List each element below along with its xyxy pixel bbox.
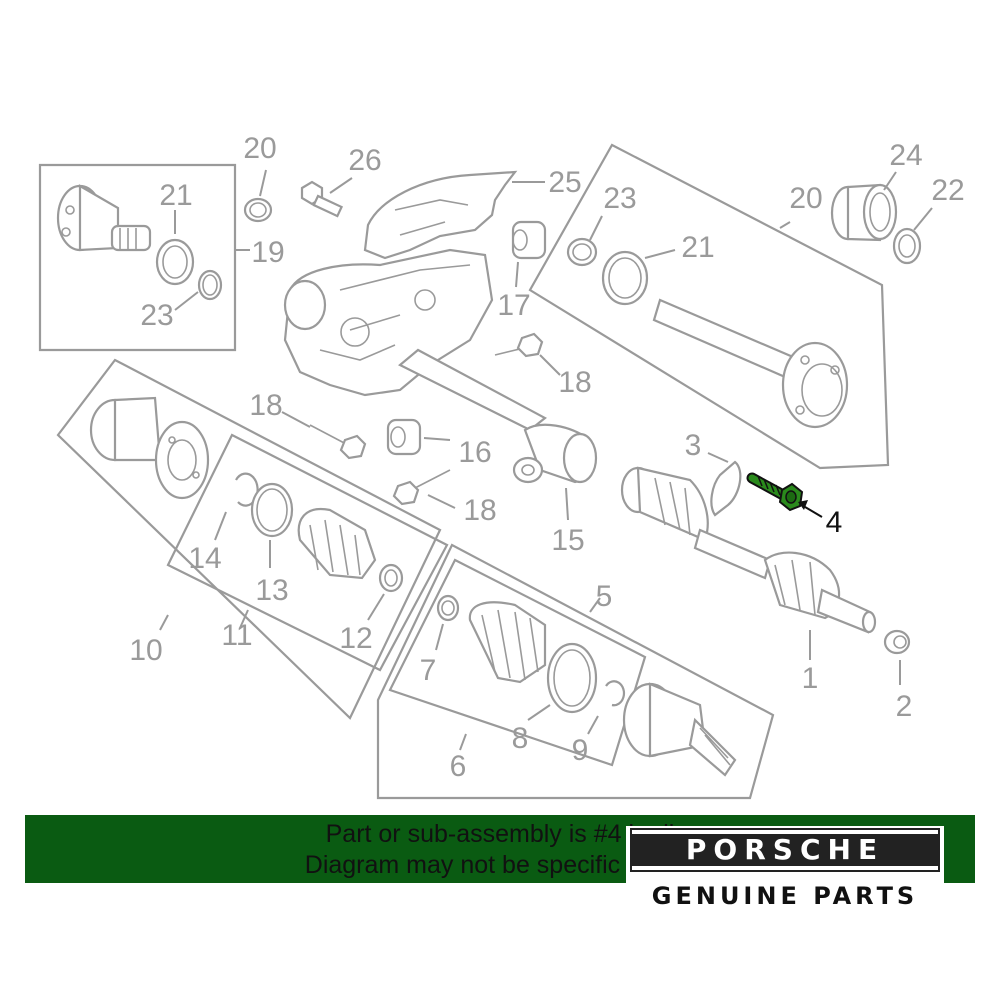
- mount-16: [386, 418, 422, 456]
- circlip-14: [235, 472, 259, 507]
- seal-21-left: [155, 238, 195, 286]
- callout-11: 11: [221, 619, 252, 652]
- clamp-12: [378, 563, 404, 593]
- bolt-18-lower: [392, 469, 451, 506]
- callout-25: 25: [548, 166, 581, 199]
- callout-18-upper: 18: [558, 366, 591, 399]
- mount-17: [511, 220, 547, 260]
- differential-housing: [283, 248, 494, 397]
- porsche-genuine-parts-logo: PORSCHE GENUINE PARTS: [626, 826, 944, 910]
- boot-6: [468, 601, 547, 684]
- group-box-11: [166, 433, 449, 672]
- group-box-20: [528, 143, 890, 470]
- callout-13: 13: [255, 574, 288, 607]
- callout-18-middle: 18: [249, 389, 282, 422]
- shaft-20: [652, 298, 849, 429]
- group-box-10: [56, 358, 442, 720]
- callout-23-right: 23: [603, 182, 636, 215]
- group-box-5: [376, 543, 775, 800]
- snap-ring-23-left: [197, 269, 223, 301]
- clamp-7: [436, 594, 460, 622]
- boot-11: [297, 507, 377, 580]
- genuine-parts-tagline: GENUINE PARTS: [651, 882, 919, 910]
- bearing-24: [830, 183, 898, 242]
- callout-18-lower: 18: [463, 494, 496, 527]
- group-box-19: [38, 163, 237, 352]
- callout-20: 20: [789, 182, 822, 215]
- bracket-25: [363, 170, 518, 260]
- callout-7: 7: [420, 654, 437, 687]
- callout-21-left: 21: [159, 179, 192, 212]
- cv-joint-5: [622, 682, 737, 777]
- callout-26: 26: [348, 144, 381, 177]
- seal-22-right: [892, 227, 922, 265]
- output-flange-part: [56, 184, 152, 252]
- callout-15: 15: [551, 524, 584, 557]
- bolt-26: [300, 180, 344, 218]
- bracket-3: [710, 460, 742, 517]
- intermediate-shaft: [398, 348, 598, 484]
- callout-5: 5: [596, 580, 613, 613]
- callout-4: 4: [826, 506, 843, 539]
- callout-9: 9: [572, 734, 589, 767]
- porsche-wordmark: PORSCHE: [632, 834, 938, 866]
- cv-joint-housing-10: [89, 396, 210, 500]
- group-box-6: [388, 558, 647, 767]
- callout-3: 3: [685, 429, 702, 462]
- callout-23-left: 23: [140, 299, 173, 332]
- callout-22-right: 22: [931, 174, 964, 207]
- callout-6: 6: [450, 750, 467, 783]
- notice-line-1: Part or sub-assembly is #4 in di: [325, 820, 675, 848]
- callout-21-right: 21: [681, 231, 714, 264]
- bolt-4-highlighted: [746, 472, 804, 512]
- circlip-9: [605, 680, 626, 707]
- half-shaft-1: [620, 466, 877, 634]
- callout-10: 10: [129, 634, 162, 667]
- callout-12: 12: [339, 622, 372, 655]
- callout-17: 17: [497, 289, 530, 322]
- axle-nut-2: [883, 629, 911, 655]
- callout-2: 2: [896, 690, 913, 723]
- callout-16: 16: [458, 436, 491, 469]
- callout-8: 8: [512, 722, 529, 755]
- seal-22-top: [243, 197, 273, 223]
- callout-14: 14: [188, 542, 221, 575]
- seal-21-right: [601, 250, 649, 306]
- callout-24: 24: [889, 139, 922, 172]
- bolt-18-upper: [494, 332, 544, 358]
- ring-8: [546, 642, 598, 714]
- callout-19: 19: [251, 236, 284, 269]
- ring-13: [250, 482, 294, 538]
- bolt-18-middle: [309, 424, 367, 460]
- snap-ring-23-right: [566, 237, 598, 267]
- porsche-wordmark-bar: PORSCHE: [630, 828, 940, 872]
- callout-1: 1: [802, 662, 819, 695]
- callout-22-top: 20: [243, 132, 276, 165]
